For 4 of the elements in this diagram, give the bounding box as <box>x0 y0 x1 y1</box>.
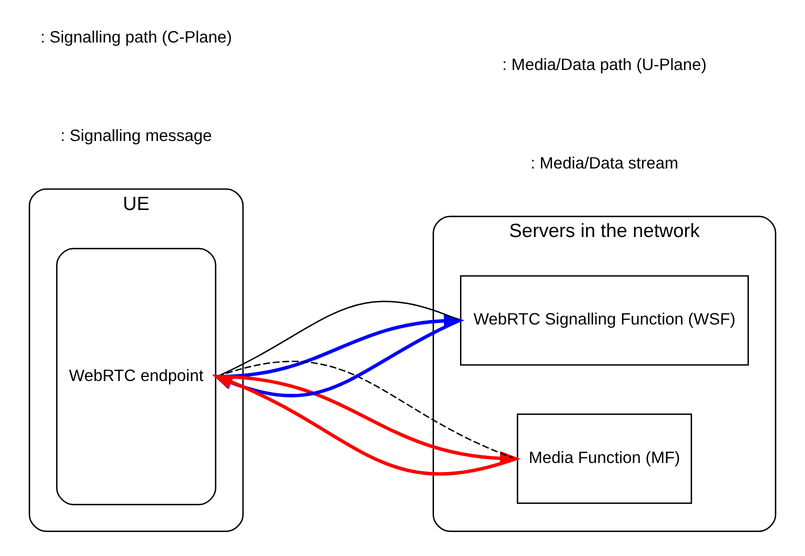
legend-label: : Signalling path (C-Plane) <box>40 28 232 47</box>
legend-label: : Media/Data path (U-Plane) <box>502 56 707 74</box>
legend-label: : Signalling message <box>60 127 212 146</box>
legend-label: : Media/Data stream <box>530 154 678 173</box>
